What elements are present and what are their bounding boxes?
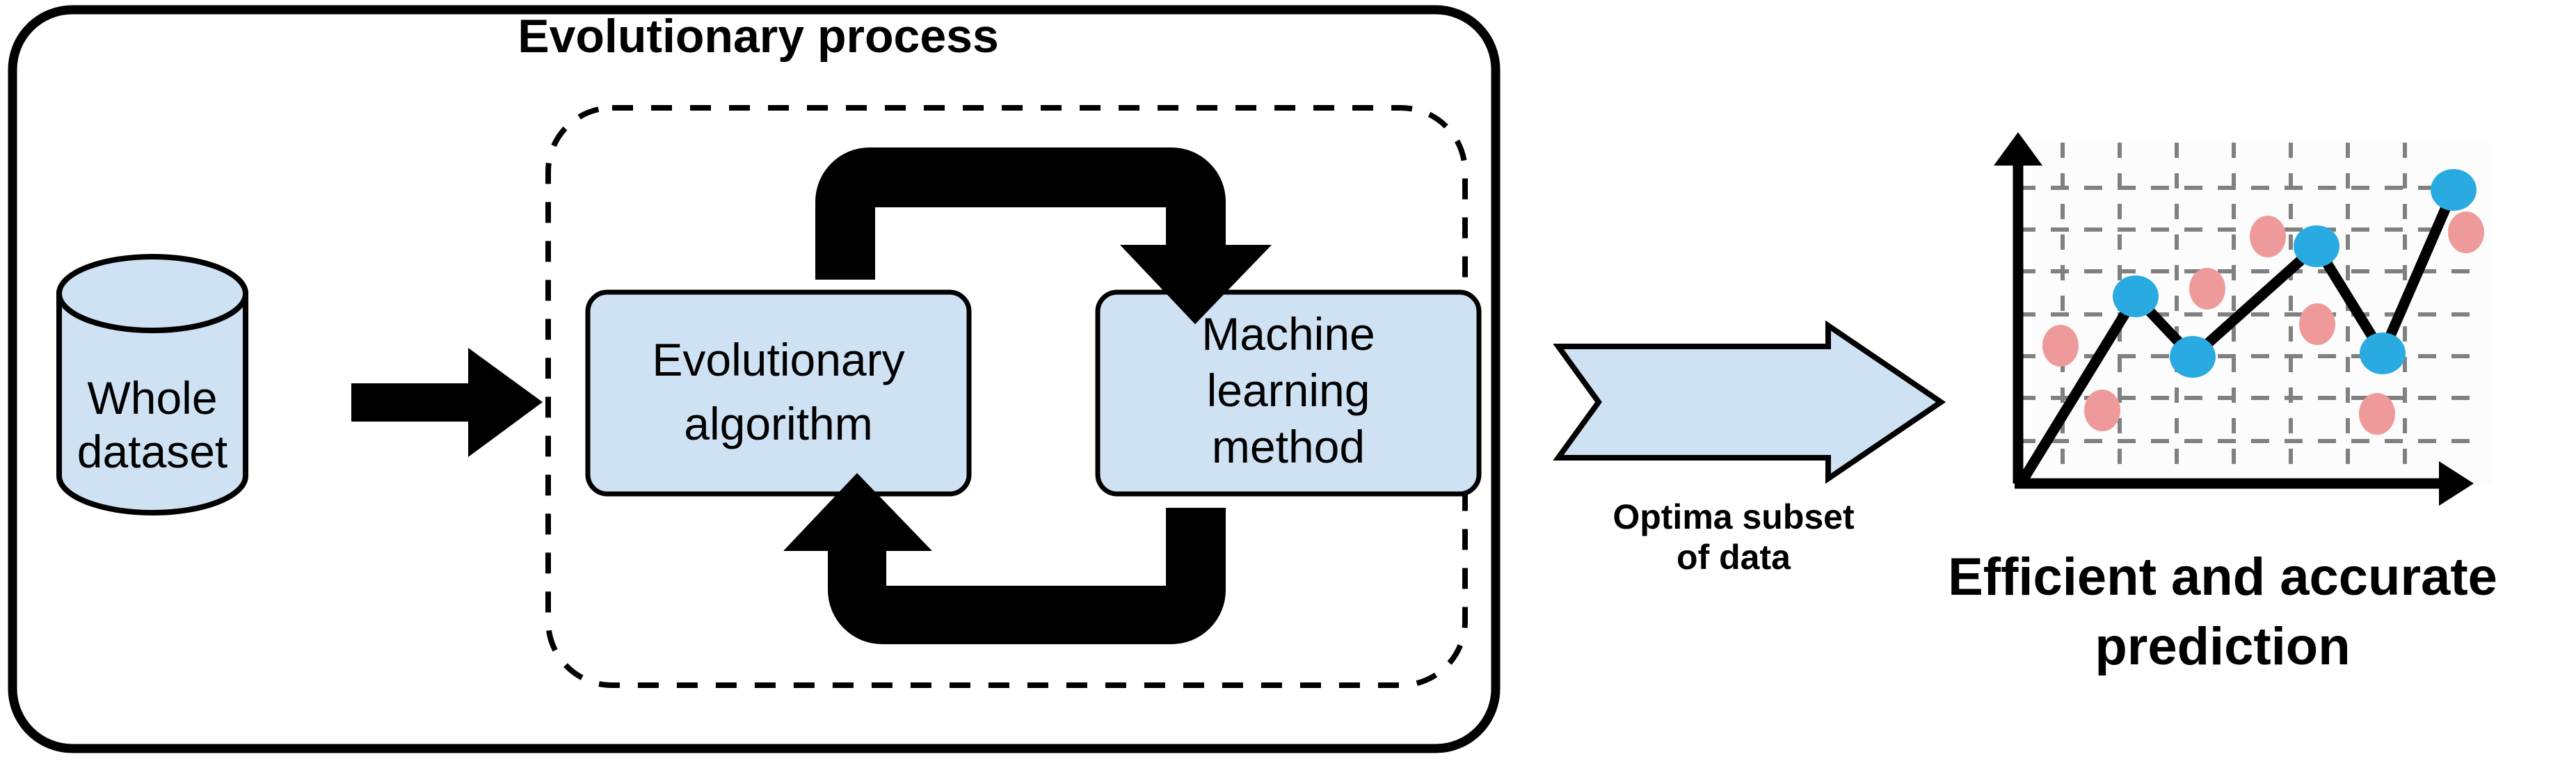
whole-dataset-cylinder: Whole dataset (56, 254, 248, 515)
evolutionary-algorithm-label-line1: Evolutionary (652, 334, 904, 385)
dataset-to-process-arrow (351, 348, 543, 457)
evolutionary-algorithm-label-line2: algorithm (684, 398, 872, 449)
prediction-chart (1994, 132, 2492, 506)
evolutionary-algorithm-box[interactable]: Evolutionary algorithm (585, 289, 972, 497)
chart-y-axis (1994, 132, 2042, 483)
cycle-top-arrow (815, 147, 1272, 324)
machine-learning-method-box[interactable]: Machine learning method (1095, 289, 1482, 497)
cylinder-label-line1: Whole (87, 372, 217, 424)
result-caption-line2: prediction (2095, 617, 2350, 676)
optima-subset-arrow: Optima subset of data (1553, 320, 1946, 577)
result-caption-line1: Efficient and accurate (1948, 547, 2497, 607)
cylinder-label-line2: dataset (77, 426, 228, 477)
machine-learning-label-line3: method (1212, 421, 1365, 472)
page-title: Evolutionary process (518, 10, 999, 63)
optima-subset-caption-line1: Optima subset (1613, 497, 1855, 536)
chart-series-prediction-line (2018, 188, 2458, 483)
machine-learning-label-line2: learning (1207, 365, 1370, 416)
evolutionary-process-dashed-box (545, 105, 1468, 688)
optima-subset-caption-line2: of data (1677, 538, 1791, 577)
chart-series-prediction-markers (2113, 169, 2477, 378)
cycle-bottom-arrow (783, 473, 1226, 644)
chart-x-axis (2015, 461, 2474, 506)
chart-series-observed-markers (2042, 211, 2484, 435)
machine-learning-label-line1: Machine (1201, 308, 1375, 360)
